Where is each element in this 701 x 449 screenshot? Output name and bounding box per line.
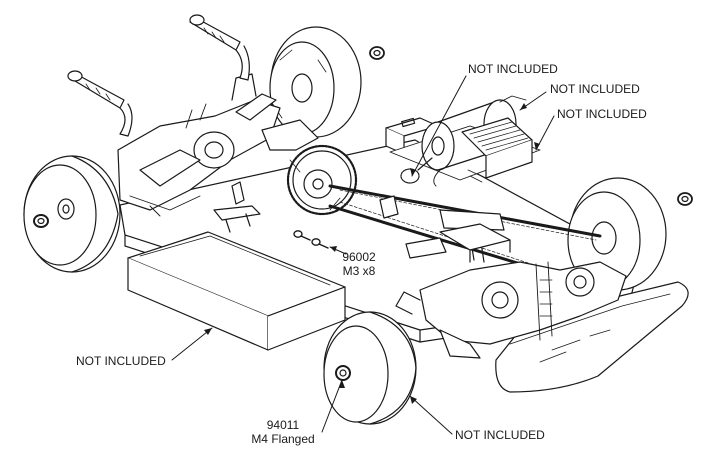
nut-description: M4 Flanged	[251, 432, 315, 446]
nut-callout: 94011 M4 Flanged	[245, 418, 321, 446]
wheel-rear-right	[269, 26, 362, 138]
motor-esc-group	[385, 95, 541, 187]
label-not-included-pinion: NOT INCLUDED	[468, 62, 558, 76]
rear-drivetrain	[117, 73, 281, 217]
loose-nut-top	[369, 46, 385, 60]
wheel-front-left	[323, 311, 417, 425]
label-not-included-motor: NOT INCLUDED	[550, 82, 640, 96]
label-not-included-battery: NOT INCLUDED	[76, 354, 166, 368]
battery-pack	[127, 231, 346, 351]
centre-posts	[213, 181, 505, 263]
screw-icon	[293, 230, 329, 249]
wheel-front-right	[567, 177, 667, 291]
nut-part-number: 94011	[266, 418, 300, 432]
label-not-included-wheel: NOT INCLUDED	[455, 428, 545, 442]
spur-gear-assembly	[261, 119, 358, 216]
front-suspension	[395, 261, 627, 359]
wheel-rear-left	[23, 155, 121, 273]
wheel-nut-rear-left	[33, 214, 49, 228]
leader-pinion	[411, 75, 467, 177]
leader-wheel	[409, 395, 453, 435]
screw-callout: 96002 M3 x8	[342, 250, 376, 278]
label-not-included-esc: NOT INCLUDED	[557, 107, 647, 121]
wheel-nut-front-left	[335, 365, 351, 381]
screw-part-number: 96002	[342, 250, 376, 264]
front-bumper	[495, 281, 689, 393]
leader-battery	[171, 327, 213, 361]
leader-nut	[321, 379, 343, 433]
loose-nut-right	[677, 192, 693, 206]
rear-wing-mounts	[67, 14, 250, 137]
screw-description: M3 x8	[342, 264, 376, 278]
servo-area	[439, 223, 511, 263]
arrowheads	[204, 103, 540, 404]
